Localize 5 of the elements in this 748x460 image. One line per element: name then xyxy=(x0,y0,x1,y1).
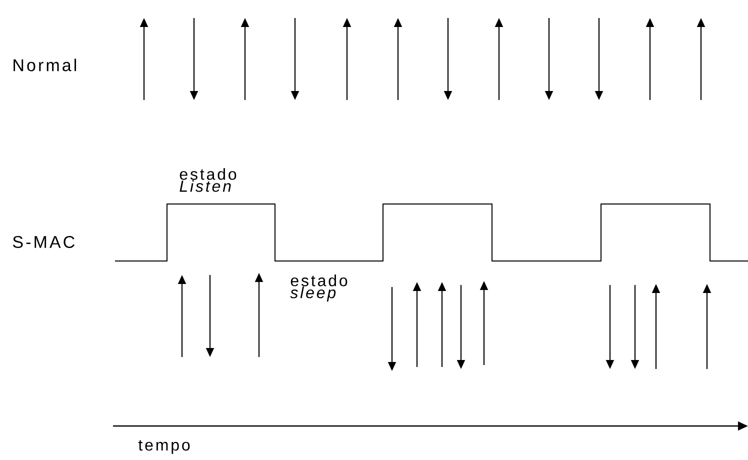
state-label: estado sleep xyxy=(290,274,348,302)
axis-label: tempo xyxy=(138,440,190,454)
axis-label: S-MAC xyxy=(12,236,74,248)
state-label: estado Listen xyxy=(180,168,236,192)
axis-label: Normal xyxy=(14,58,76,72)
